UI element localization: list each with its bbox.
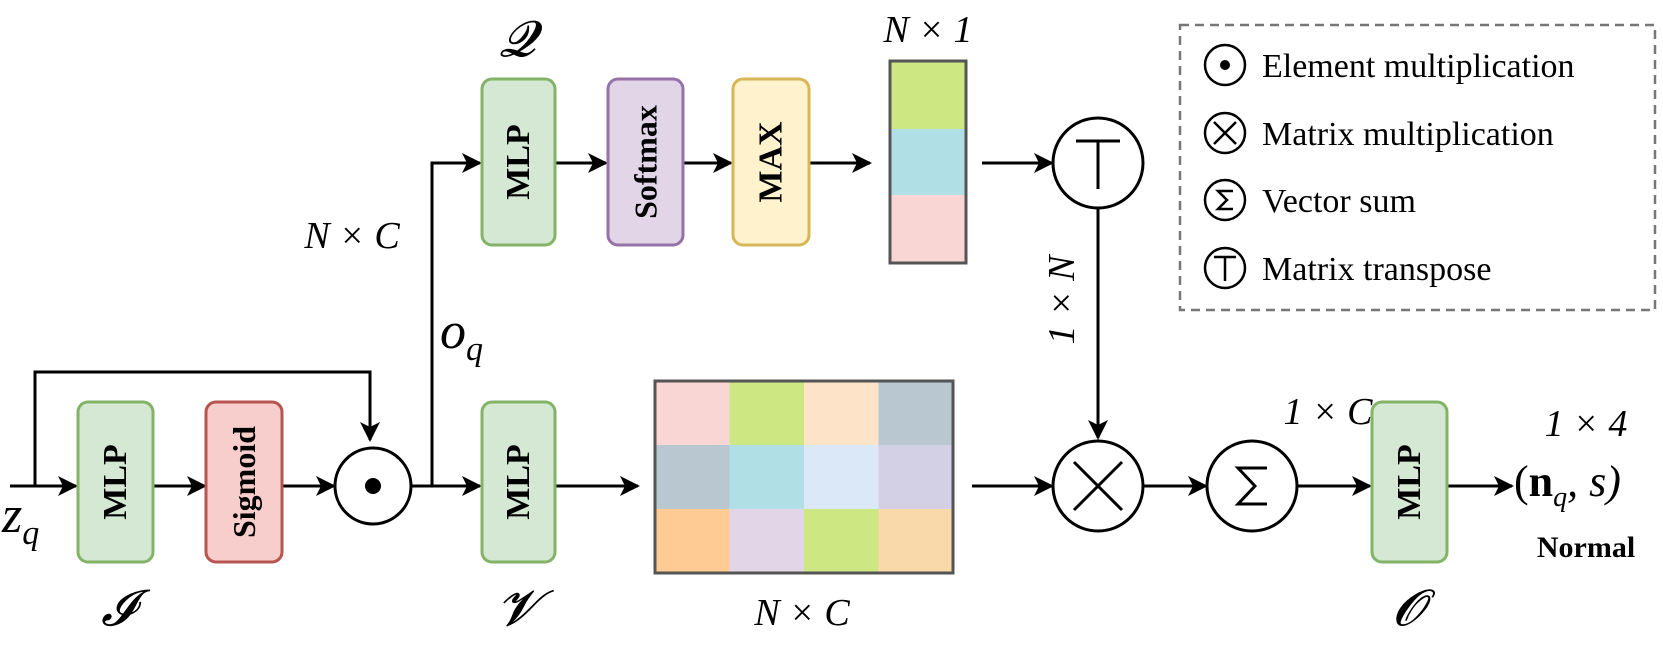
- matrix-cell: [804, 381, 879, 445]
- element-mult-operator: [333, 446, 413, 526]
- mlp-o-block: MLP: [1370, 400, 1449, 564]
- matrix-cell: [655, 509, 730, 573]
- matrix-cell: [729, 381, 804, 445]
- mlp-q-block: MLP: [480, 77, 557, 247]
- mlp-o-label: MLP: [1391, 444, 1428, 520]
- label-1xc: 1 × C: [1284, 391, 1374, 433]
- label-zq: zq: [1, 487, 39, 552]
- legend-label: Matrix multiplication: [1262, 116, 1554, 153]
- matrix-cell: [878, 509, 953, 573]
- legend-item: Matrix multiplication: [1203, 111, 1554, 155]
- matrix-cell: [729, 509, 804, 573]
- sigmoid-block: Sigmoid: [204, 400, 284, 564]
- label-calligraphic-q: 𝓠: [500, 10, 543, 68]
- skip-connection-arrow: [33, 370, 380, 486]
- label-nx1: N × 1: [883, 9, 973, 51]
- vector-cell: [890, 61, 966, 129]
- label-1x4: 1 × 4: [1545, 403, 1628, 445]
- sigmoid-label: Sigmoid: [226, 426, 262, 538]
- mlp-v-block: MLP: [480, 400, 557, 564]
- legend-box: [1178, 23, 1657, 312]
- mlp-v-label: MLP: [500, 444, 537, 520]
- legend-item: Matrix transpose: [1203, 246, 1491, 290]
- softmax-label: Softmax: [628, 105, 664, 219]
- legend-label: Matrix transpose: [1262, 251, 1491, 288]
- mlp-q-label: MLP: [500, 124, 537, 200]
- max-block: MAX: [731, 77, 811, 247]
- label-output: (nq, s): [1514, 457, 1621, 513]
- matrix-cell: [655, 381, 730, 445]
- legend-label: Vector sum: [1262, 183, 1416, 220]
- legend-label: Element multiplication: [1262, 48, 1575, 85]
- legend-item: Vector sum: [1203, 178, 1416, 222]
- vector-cell: [890, 129, 966, 195]
- label-calligraphic-i: 𝓘: [101, 579, 151, 637]
- max-label: MAX: [753, 121, 790, 203]
- mlp-i-block: MLP: [76, 400, 155, 564]
- vector-sum-operator: [1205, 439, 1299, 533]
- legend-sigma-icon: [1214, 189, 1233, 211]
- label-calligraphic-o: 𝓞: [1393, 579, 1436, 637]
- label-1xn: 1 × N: [1041, 253, 1083, 345]
- matrix-border: [653, 379, 955, 575]
- transpose-operator: [1051, 116, 1145, 210]
- value-matrix: [653, 379, 955, 575]
- dot-icon: [365, 478, 381, 494]
- legend-dot-icon: [1220, 60, 1230, 70]
- matrix-cell: [878, 381, 953, 445]
- arrow-branch-mlpq: [430, 153, 482, 486]
- legend-item: Element multiplication: [1203, 43, 1575, 87]
- attention-vector: [888, 59, 968, 265]
- label-nxc-top: N × C: [303, 215, 400, 257]
- sigma-icon: [1234, 466, 1267, 506]
- label-oq: oq: [440, 303, 483, 368]
- matrix-cell: [878, 445, 953, 509]
- legend: Element multiplication Matrix multiplica…: [1178, 23, 1657, 312]
- label-nxc-bottom: N × C: [753, 592, 850, 634]
- matrix-cell: [804, 445, 879, 509]
- matrix-cell: [804, 509, 879, 573]
- mlp-i-label: MLP: [97, 444, 134, 520]
- matrix-mult-operator: [1051, 439, 1145, 533]
- softmax-block: Softmax: [606, 77, 685, 247]
- vector-cell: [890, 195, 966, 263]
- matrix-cell: [729, 445, 804, 509]
- label-calligraphic-v: 𝓥: [497, 579, 554, 637]
- label-normal: Normal: [1537, 531, 1635, 564]
- matrix-cell: [655, 445, 730, 509]
